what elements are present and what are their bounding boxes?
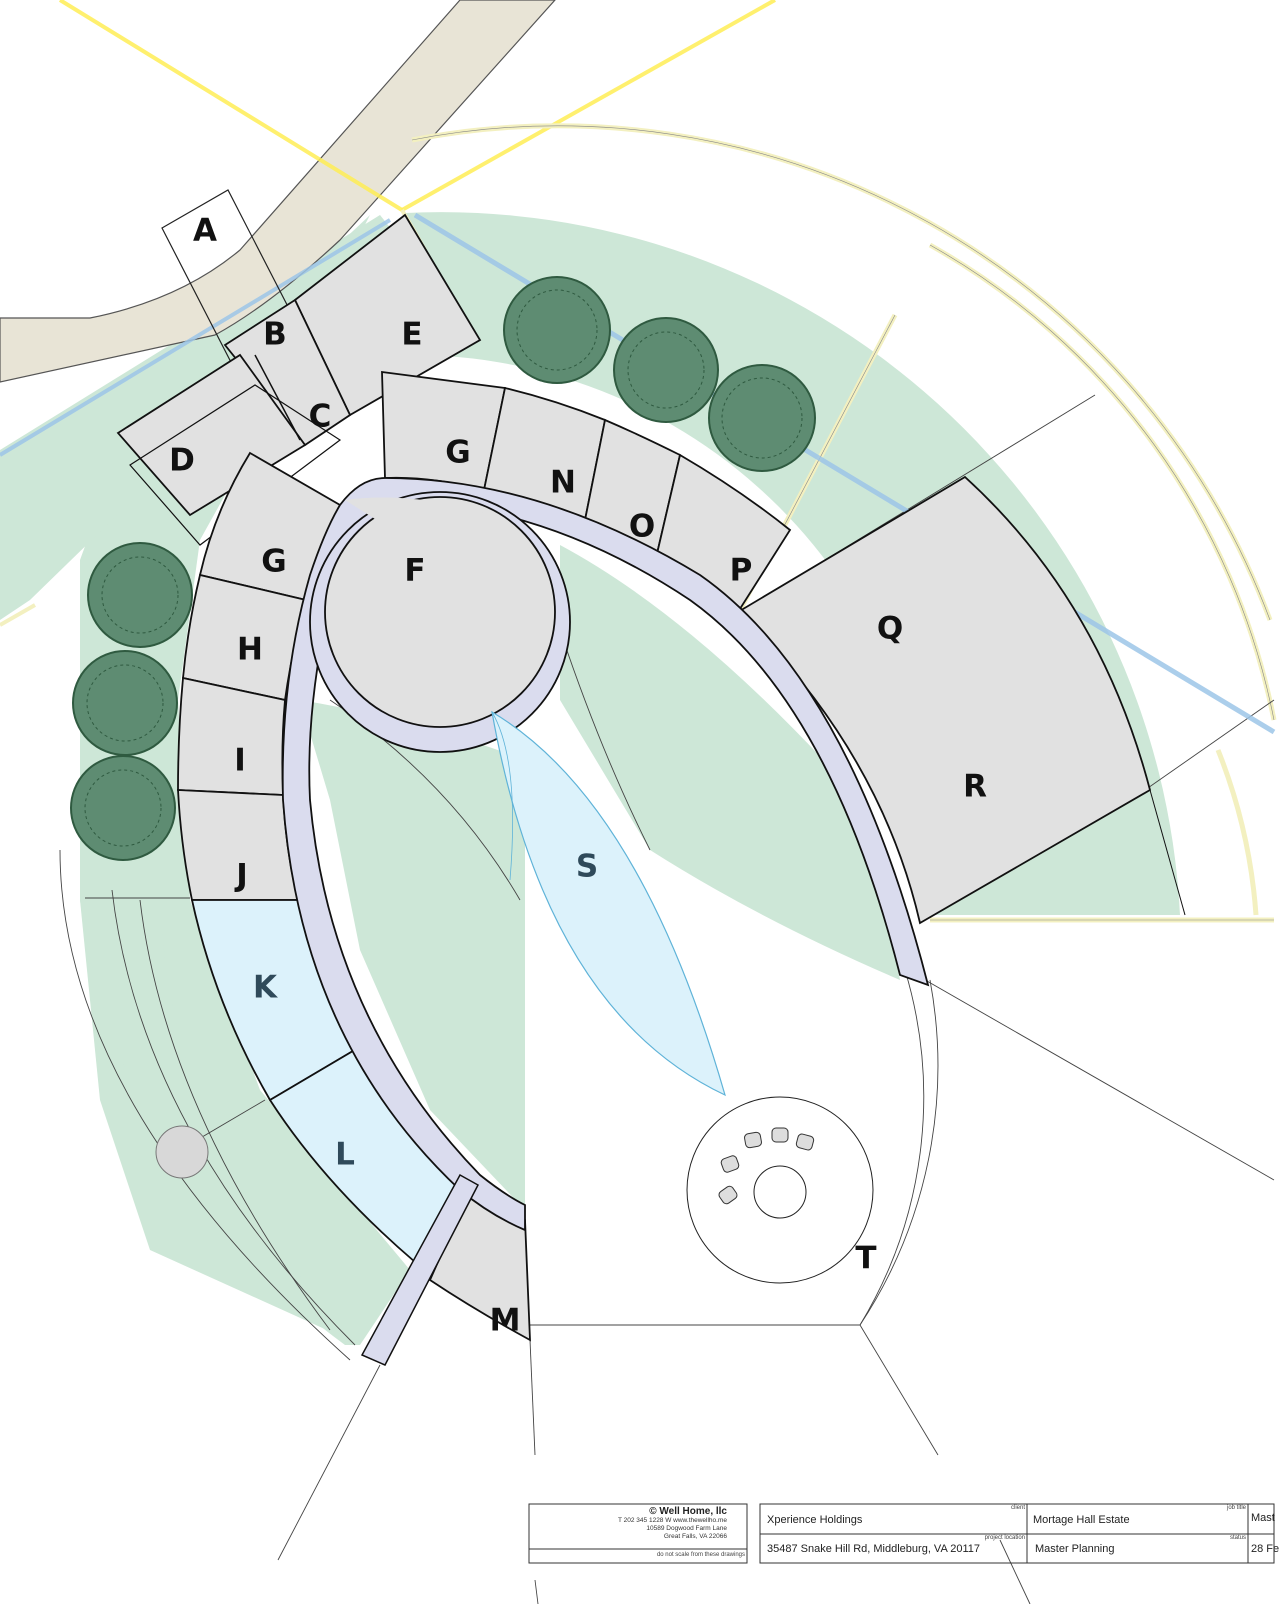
patio-chairs (718, 1127, 815, 1205)
tree-icon (708, 364, 816, 472)
client-caption: client (1010, 1505, 1025, 1511)
zone-s-water (491, 710, 726, 1097)
date-value: 28 Fe (1251, 1543, 1279, 1555)
project-location-value: 35487 Snake Hill Rd, Middleburg, VA 2011… (767, 1543, 981, 1555)
project-name: Mortage Hall Estate (1033, 1514, 1130, 1526)
zone-label-b: B (263, 317, 287, 353)
zone-label-s: S (576, 849, 598, 885)
inner-lawn (300, 700, 525, 1210)
zone-label-t: T (855, 1241, 876, 1277)
access-road (0, 0, 556, 383)
tree-group-west (70, 542, 193, 861)
tree-icon (70, 755, 176, 861)
zone-c-outline (129, 384, 342, 546)
boundary-arc-east-line (929, 244, 1275, 721)
zone-label-g-lower: G (261, 544, 286, 580)
building-block-bcde (116, 213, 482, 517)
title-block-firm: © Well Home, llc T 202 345 1228 W www.th… (529, 1506, 727, 1541)
zone-g-upper-building (381, 370, 507, 492)
tree-icon (613, 317, 719, 423)
zone-label-h: H (237, 632, 263, 668)
sun-line-east (401, 0, 776, 212)
zone-label-k: K (253, 970, 278, 1006)
tree-group-north (503, 276, 816, 472)
zone-label-d: D (169, 443, 195, 479)
zone-label-g-upper: G (445, 435, 470, 471)
status-caption: status (1229, 1535, 1246, 1541)
zone-label-l: L (335, 1137, 355, 1173)
fire-pit (753, 1165, 807, 1219)
client-value: Xperience Holdings (767, 1514, 863, 1526)
zone-label-i: I (234, 743, 246, 779)
spiral-path-spur (360, 1173, 480, 1366)
sun-line-west (58, 0, 404, 212)
firm-name: © Well Home, llc (649, 1506, 727, 1517)
firm-contact-line-1: T 202 345 1228 W www.thewellho.me (618, 1517, 727, 1524)
firm-contact-line-3: Great Falls, VA 22066 (663, 1533, 727, 1540)
tree-icon (87, 542, 193, 648)
site-lines (59, 394, 1275, 1604)
small-yellow-tick (0, 603, 36, 627)
zone-label-f: F (404, 553, 425, 589)
zone-label-r: R (963, 769, 987, 805)
boundary-arc-outer-line (411, 125, 1271, 621)
zone-label-a: A (193, 213, 217, 249)
inner-lawn-east (560, 545, 900, 980)
zone-label-n: N (550, 465, 576, 501)
zone-f-courtyard (324, 496, 556, 728)
zone-label-m: M (490, 1303, 521, 1339)
tree-icon (72, 650, 178, 756)
southwest-lawn-strip (80, 900, 360, 1345)
zone-label-q: Q (877, 611, 903, 647)
job-title-value: Mast (1251, 1512, 1275, 1524)
project-location-caption: project location (984, 1535, 1025, 1541)
job-title-caption: job title (1226, 1505, 1246, 1511)
site-marker-circle (155, 1125, 209, 1179)
property-line-west (0, 218, 392, 457)
zone-label-o: O (629, 509, 655, 545)
tree-icon (503, 276, 611, 384)
boundary-arc-south (1215, 749, 1259, 916)
zone-label-e: E (401, 317, 422, 353)
title-block-frame (528, 1503, 1275, 1564)
zone-f-cover (345, 497, 505, 560)
zone-label-p: P (730, 553, 753, 589)
status-value: Master Planning (1035, 1543, 1115, 1555)
scale-disclaimer: do not scale from these drawings (656, 1552, 745, 1558)
zone-label-j: J (234, 858, 248, 894)
firm-contact-line-2: 10589 Dogwood Farm Lane (646, 1525, 727, 1532)
zone-label-c: C (309, 399, 332, 435)
